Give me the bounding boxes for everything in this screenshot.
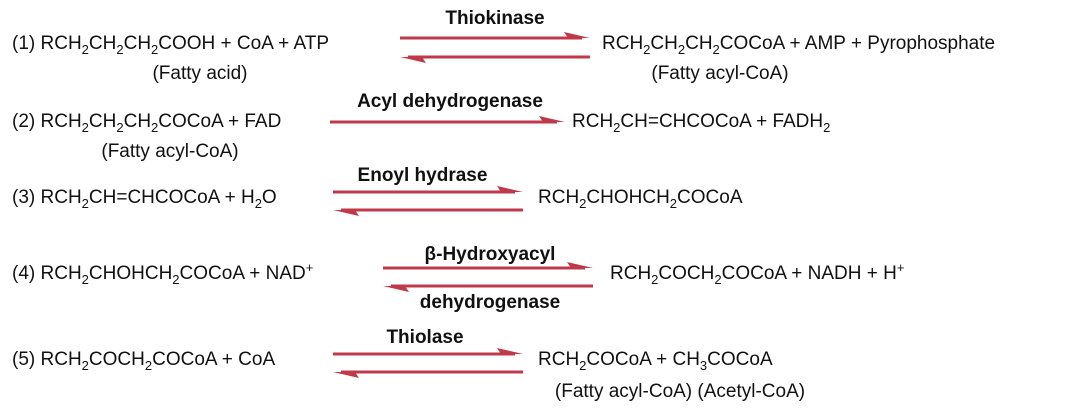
formula-subscript: 2	[116, 42, 124, 57]
reaction-5-product-label: (Fatty acyl-CoA) (Acetyl-CoA)	[554, 381, 806, 402]
reaction-2-substrate: (2) RCH2CH2CH2COCoA + FAD	[12, 111, 282, 135]
formula-subscript: 2	[677, 42, 686, 57]
reaction-2-substrate-label: (Fatty acyl-CoA)	[101, 141, 239, 162]
reaction-2-enzyme: Acyl dehydrogenase	[357, 91, 543, 112]
reaction-3-forward-arrow-head	[497, 186, 523, 192]
formula-text: CH	[88, 111, 117, 132]
formula-subscript: 2	[81, 120, 89, 135]
formula-text: RCH	[572, 111, 614, 132]
formula-text: (4) RCH	[12, 263, 82, 284]
formula-text: O	[261, 187, 277, 208]
formula-text: COOH + CoA + ATP	[158, 33, 329, 54]
formula-subscript: 2	[151, 120, 159, 135]
reaction-2-forward-arrow-head	[539, 116, 565, 122]
formula-subscript: 2	[172, 272, 180, 287]
formula-text: COCoA + NAD	[179, 263, 306, 284]
reaction-3-reverse-arrow-head	[333, 210, 359, 216]
reaction-1-substrate: (1) RCH2CH2CH2COOH + CoA + ATP	[12, 33, 329, 57]
formula-text: (5) RCH	[12, 349, 82, 370]
reaction-5-forward-arrow-head	[497, 348, 523, 354]
reaction-4-forward-arrow-head	[567, 262, 593, 268]
formula-text: CHOHCH	[88, 263, 173, 284]
formula-subscript: 2	[669, 196, 678, 211]
formula-text: COCoA + CoA	[152, 349, 276, 370]
formula-superscript: +	[896, 260, 905, 275]
reaction-1-product: RCH2CH2CH2COCoA + AMP + Pyrophosphate	[602, 33, 996, 57]
formula-subscript: 2	[81, 358, 89, 373]
reaction-1-product-label: (Fatty acyl-CoA)	[651, 63, 789, 84]
reaction-4-product: RCH2COCH2COCoA + NADH + H+	[610, 260, 905, 287]
formula-text: COCoA + CH	[586, 349, 700, 370]
formula-subscript: 3	[699, 358, 708, 373]
formula-subscript: 2	[254, 196, 262, 211]
formula-text: CH	[123, 33, 152, 54]
reaction-5-product: RCH2COCoA + CH3COCoA	[538, 349, 773, 373]
reaction-1-forward-arrow-head	[564, 32, 590, 38]
reaction-5-reverse-arrow-head	[333, 372, 359, 378]
formula-subscript: 2	[643, 42, 651, 57]
reaction-3-substrate: (3) RCH2CH=CHCOCoA + H2O	[12, 187, 277, 211]
reaction-1-enzyme: Thiokinase	[445, 8, 545, 29]
formula-text: CH	[650, 33, 678, 54]
reaction-3-product: RCH2CHOHCH2COCoA	[538, 187, 743, 211]
formula-text: (1) RCH	[12, 33, 82, 54]
formula-subscript: 2	[81, 196, 89, 211]
formula-text: RCH	[602, 33, 644, 54]
formula-text: CH=CHCOCoA + FADH	[620, 111, 824, 132]
formula-subscript: 2	[116, 120, 124, 135]
formula-subscript: 2	[712, 42, 720, 57]
formula-subscript: 2	[823, 120, 831, 135]
reaction-1-substrate-label: (Fatty acid)	[152, 63, 248, 84]
reaction-3-enzyme: Enoyl hydrase	[357, 165, 488, 186]
formula-text: CH	[685, 33, 713, 54]
formula-text: CH	[88, 33, 117, 54]
formula-text: RCH	[538, 187, 580, 208]
reaction-4-enzyme-line2: dehydrogenase	[419, 292, 561, 313]
formula-text: (3) RCH	[12, 187, 82, 208]
formula-subscript: 2	[651, 272, 659, 287]
formula-text: CH	[123, 111, 152, 132]
reaction-4-reverse-arrow-head	[383, 286, 409, 292]
formula-text: CH=CHCOCoA + H	[88, 187, 255, 208]
formula-subscript: 2	[714, 272, 722, 287]
formula-text: COCoA	[677, 187, 743, 208]
formula-text: COCH	[88, 349, 145, 370]
formula-subscript: 2	[151, 42, 159, 57]
reaction-4-substrate: (4) RCH2CHOHCH2COCoA + NAD+	[12, 260, 314, 287]
reaction-5-substrate: (5) RCH2COCH2COCoA + CoA	[12, 349, 276, 373]
formula-subscript: 2	[579, 196, 587, 211]
formula-text: RCH	[538, 349, 580, 370]
formula-text: COCoA	[707, 349, 773, 370]
formula-text: RCH	[610, 263, 652, 284]
formula-subscript: 2	[613, 120, 621, 135]
reaction-5-enzyme: Thiolase	[386, 327, 464, 348]
formula-text: COCoA + AMP + Pyrophosphate	[719, 33, 996, 54]
reaction-2-product: RCH2CH=CHCOCoA + FADH2	[572, 111, 831, 135]
formula-subscript: 2	[81, 272, 89, 287]
reaction-4-enzyme: β-Hydroxyacyl	[424, 244, 556, 265]
formula-text: COCH	[658, 263, 715, 284]
formula-text: CHOHCH	[586, 187, 670, 208]
formula-text: (2) RCH	[12, 111, 82, 132]
formula-text: COCoA + FAD	[158, 111, 282, 132]
formula-text: COCoA + NADH + H	[721, 263, 897, 284]
reaction-1-reverse-arrow-head	[400, 57, 426, 63]
formula-subscript: 2	[579, 358, 587, 373]
formula-subscript: 2	[144, 358, 153, 373]
formula-superscript: +	[305, 260, 314, 275]
formula-subscript: 2	[81, 42, 89, 57]
